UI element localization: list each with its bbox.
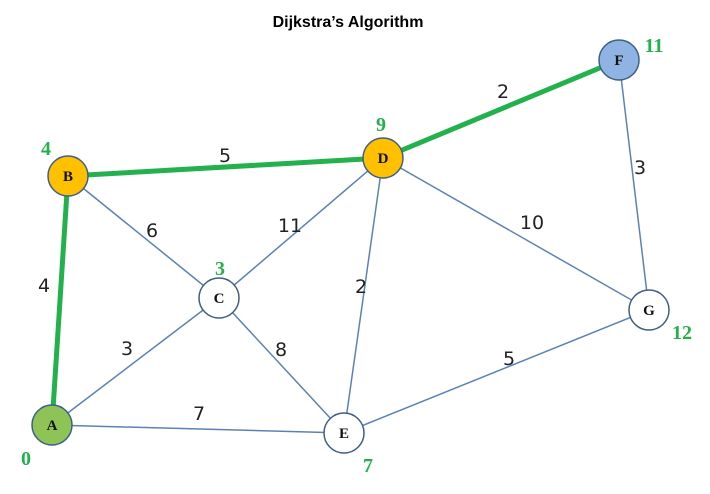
distance-label-f: 11 [645,35,664,57]
edge-d-e [343,157,384,434]
edge-e-g [343,309,650,434]
distance-label-a: 0 [21,448,31,470]
node-d: D [362,137,404,179]
distance-label-c: 3 [215,258,225,280]
edge-b-c [67,175,220,299]
node-f: F [598,39,640,81]
node-label-f: F [614,53,623,69]
edge-weight-a-c: 3 [121,338,133,360]
edge-weight-d-f: 2 [497,81,509,103]
edge-f-g [618,59,650,311]
edge-weight-a-b: 4 [38,275,50,297]
edge-a-c [51,297,220,426]
node-a: A [31,404,73,446]
edge-weight-c-e: 8 [275,339,287,361]
node-circle-d [362,137,404,179]
edge-weight-d-g: 10 [520,212,544,234]
node-circle-a [31,404,73,446]
node-label-c: C [214,291,225,307]
edge-weights: 4 3 7 6 5 11 8 2 10 2 3 5 [38,81,646,425]
edge-weight-f-g: 3 [634,157,646,179]
node-circle-b [47,155,89,197]
edge-weight-c-d: 11 [278,215,302,237]
node-label-e: E [339,426,349,442]
edge-weight-d-e: 2 [355,276,367,298]
distance-label-e: 7 [363,455,373,477]
nodes: A B C D E F G [31,39,670,454]
distance-label-g: 12 [672,322,692,344]
distance-labels: 0 4 3 9 7 11 12 [21,35,692,477]
diagram-title: Dijkstra’s Algorithm [273,14,424,31]
node-g: G [628,289,670,331]
edge-c-d [218,157,384,299]
edge-c-e [218,297,345,434]
edge-b-d-path [65,155,386,179]
node-e: E [323,412,365,454]
distance-label-b: 4 [41,138,51,160]
node-circle-e [323,412,365,454]
edge-weight-b-d: 5 [219,145,231,167]
distance-label-d: 9 [376,114,386,136]
node-label-d: D [378,151,389,167]
node-circle-f [598,39,640,81]
node-circle-c [198,277,240,319]
edge-weight-b-c: 6 [146,220,158,242]
node-label-a: A [47,418,58,434]
node-c: C [198,277,240,319]
edge-d-g [382,157,650,311]
edge-weight-e-g: 5 [503,348,515,370]
edges [49,57,650,434]
node-circle-g [628,289,670,331]
node-b: B [47,155,89,197]
edge-a-b-path [49,173,71,428]
edge-a-e [51,424,345,434]
node-label-b: B [63,169,73,185]
edge-d-f-path [380,57,622,161]
node-label-g: G [643,303,655,319]
edge-weight-a-e: 7 [193,403,205,425]
